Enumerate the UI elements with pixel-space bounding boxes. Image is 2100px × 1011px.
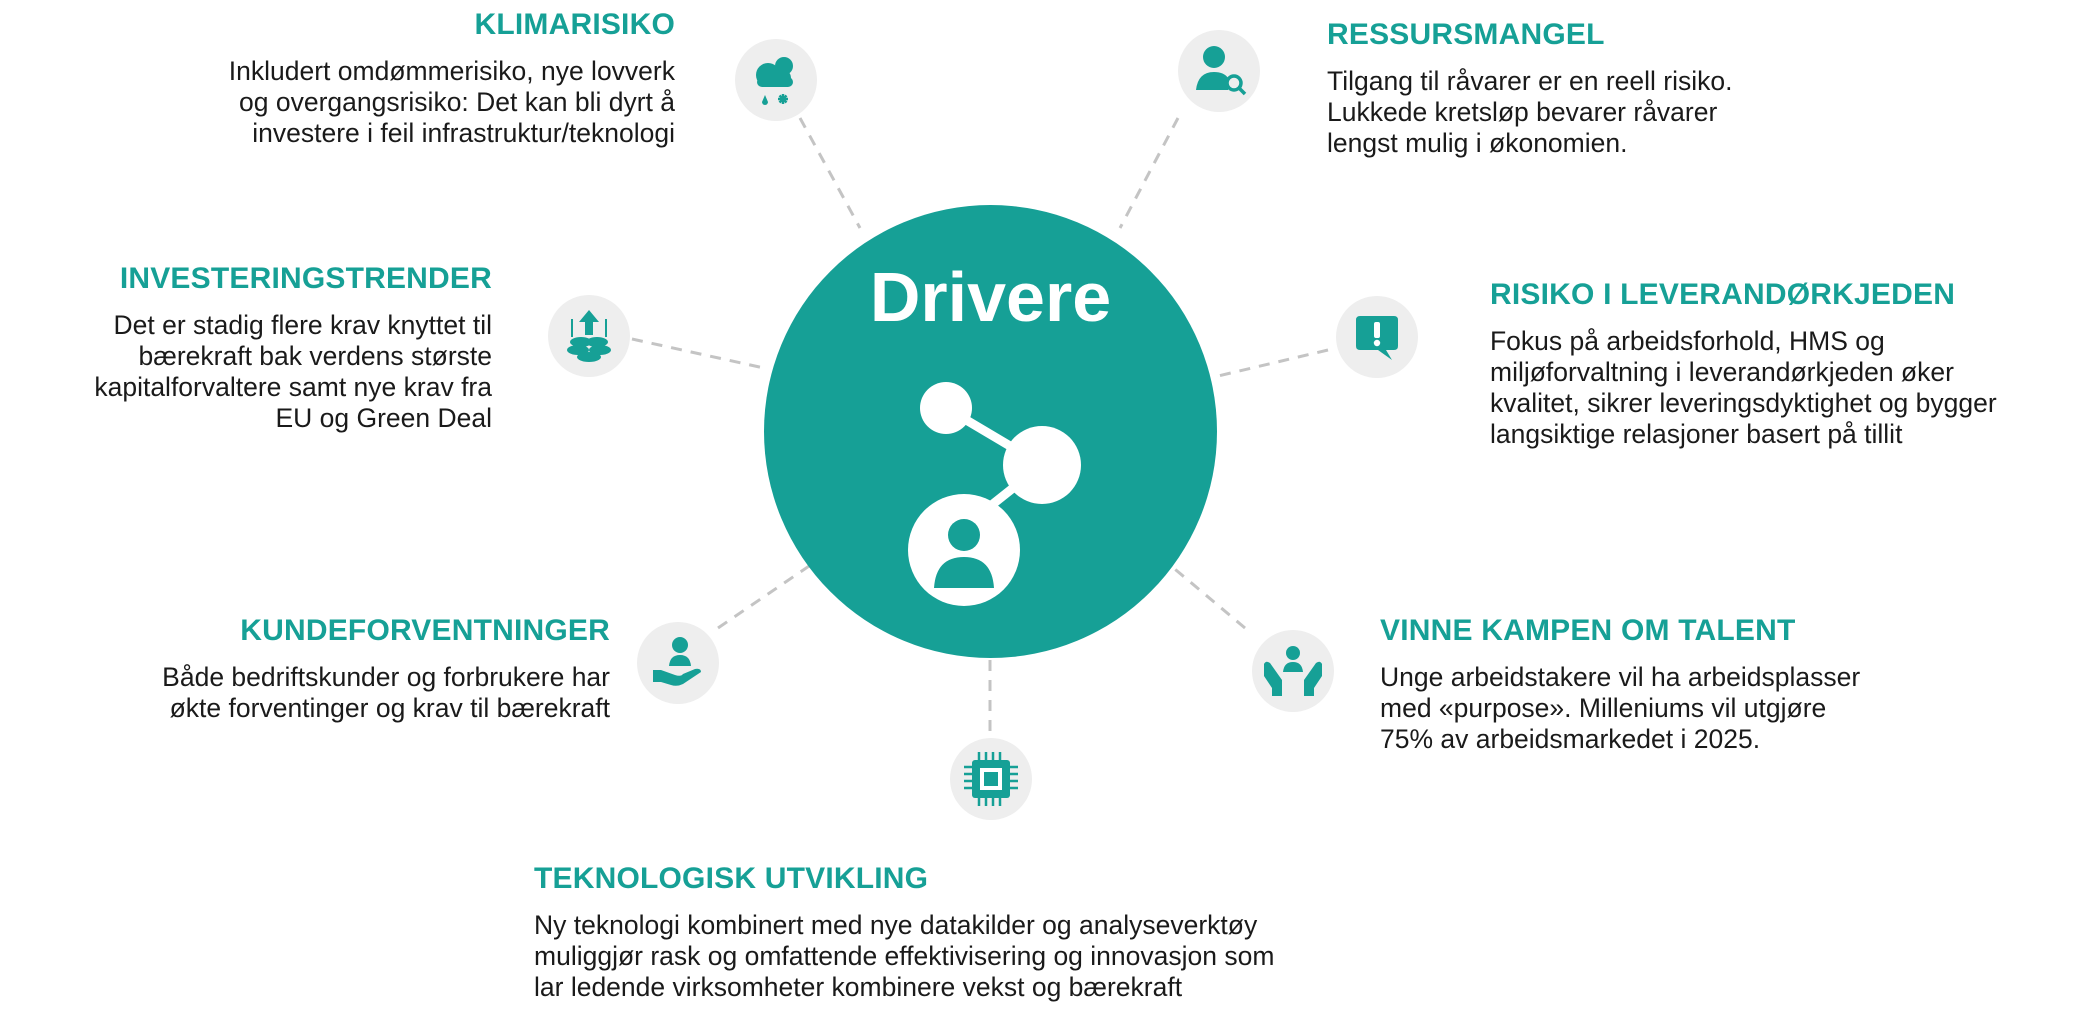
connector-klimarisiko (798, 117, 862, 229)
driver-description: Både bedriftskunder og forbrukere har øk… (30, 662, 610, 724)
driver-kundeforventninger: KUNDEFORVENTNINGER Både bedriftskunder o… (30, 614, 610, 724)
description-line: bærekraft bak verdens største (138, 341, 492, 371)
description-line: kvalitet, sikrer leveringsdyktighet og b… (1490, 388, 1997, 418)
connector-investeringstrender (631, 337, 765, 370)
driver-teknologi: TEKNOLOGISK UTVIKLING Ny teknologi kombi… (534, 862, 1434, 1003)
description-line: kapitalforvaltere samt nye krav fra (94, 372, 492, 402)
cloud-rain-snow-icon (735, 39, 817, 121)
connector-talent (1169, 563, 1246, 630)
description-line: miljøforvaltning i leverandørkjeden øker (1490, 357, 1954, 387)
connector-leverandorkjeden (1217, 348, 1329, 378)
description-line: Inkludert omdømmerisiko, nye lovverk (228, 56, 675, 86)
description-line: muliggjør rask og omfattende effektivise… (534, 941, 1275, 971)
hand-holding-person-icon (637, 622, 719, 704)
driver-description: Tilgang til råvarer er en reell risiko. … (1327, 66, 1967, 159)
description-line: Ny teknologi kombinert med nye datakilde… (534, 910, 1258, 940)
description-line: EU og Green Deal (275, 403, 492, 433)
driver-leverandorkjeden: RISIKO I LEVERANDØRKJEDEN Fokus på arbei… (1490, 278, 2095, 450)
description-line: Unge arbeidstakere vil ha arbeidsplasser (1380, 662, 1861, 692)
driver-heading: RISIKO I LEVERANDØRKJEDEN (1490, 278, 1956, 311)
driver-heading: RESSURSMANGEL (1327, 18, 1605, 51)
description-line: Fokus på arbeidsforhold, HMS og (1490, 326, 1885, 356)
driver-ressursmangel: RESSURSMANGEL Tilgang til råvarer er en … (1327, 18, 1967, 159)
alert-message-icon (1336, 296, 1418, 378)
hands-supporting-person-icon (1252, 630, 1334, 712)
driver-heading: TEKNOLOGISK UTVIKLING (534, 862, 929, 895)
description-line: Det er stadig flere krav knyttet til (113, 310, 492, 340)
description-line: med «purpose». Milleniums vil utgjøre (1380, 693, 1827, 723)
connector-ressursmangel (1118, 117, 1180, 229)
driver-heading: VINNE KAMPEN OM TALENT (1380, 614, 1796, 647)
description-line: investere i feil infrastruktur/teknologi (252, 118, 675, 148)
description-line: Både bedriftskunder og forbrukere har (162, 662, 610, 692)
driver-description: Det er stadig flere krav knyttet til bær… (2, 310, 492, 434)
driver-klimarisiko: KLIMARISIKO Inkludert omdømmerisiko, nye… (35, 8, 675, 149)
description-line: og overgangsrisiko: Det kan bli dyrt å (239, 87, 675, 117)
description-line: 75% av arbeidsmarkedet i 2025. (1380, 724, 1761, 754)
center-hub: Drivere (764, 205, 1217, 658)
driver-heading: KUNDEFORVENTNINGER (240, 614, 610, 647)
driver-heading: KLIMARISIKO (474, 8, 675, 41)
cpu-chip-icon (950, 738, 1032, 820)
driver-talent: VINNE KAMPEN OM TALENT Unge arbeidstaker… (1380, 614, 1980, 755)
person-search-icon (1178, 30, 1260, 112)
description-line: Lukkede kretsløp bevarer råvarer (1327, 97, 1718, 127)
hub-title: Drivere (869, 258, 1112, 336)
description-line: lengst mulig i økonomien. (1327, 128, 1628, 158)
driver-description: Fokus på arbeidsforhold, HMS og miljøfor… (1490, 326, 2095, 450)
driver-description: Unge arbeidstakere vil ha arbeidsplasser… (1380, 662, 1980, 755)
description-line: lar ledende virksomheter kombinere vekst… (534, 972, 1183, 1002)
description-line: Tilgang til råvarer er en reell risiko. (1327, 66, 1733, 96)
description-line: økte forventinger og krav til bærekraft (169, 693, 610, 723)
driver-description: Inkludert omdømmerisiko, nye lovverk og … (35, 56, 675, 149)
driver-heading: INVESTERINGSTRENDER (119, 262, 492, 295)
driver-description: Ny teknologi kombinert med nye datakilde… (534, 910, 1434, 1003)
share-network-person-icon (908, 382, 1081, 606)
coins-arrow-up-icon (548, 295, 630, 377)
driver-investeringstrender: INVESTERINGSTRENDER Det er stadig flere … (2, 262, 492, 434)
description-line: langsiktige relasjoner basert på tillit (1490, 419, 1903, 449)
